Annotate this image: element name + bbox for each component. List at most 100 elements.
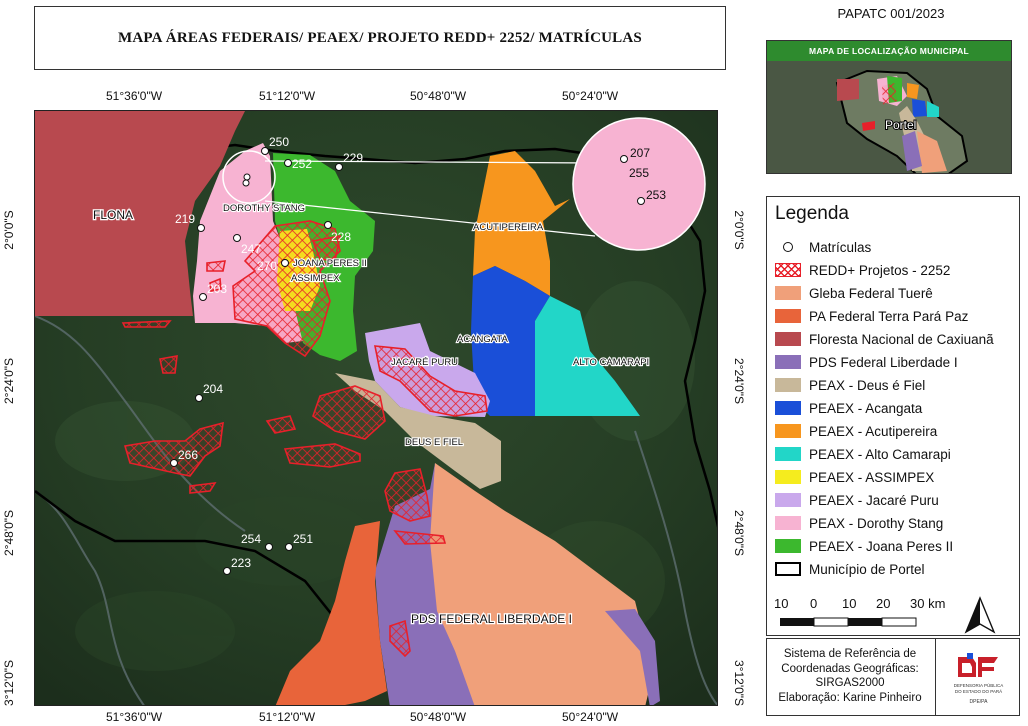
portel-boundary (35, 143, 717, 705)
swatch-icon (775, 401, 801, 415)
area-gleba-tuere (425, 463, 650, 705)
area-pds-liberdade-east (605, 609, 660, 705)
coord-right-1: 2°0'0"S (732, 210, 746, 250)
label-assimpex: ASSIMPEX (291, 273, 340, 284)
logo-org-line1: DEFENSORIA PÚBLICA (953, 683, 1004, 688)
swatch-icon (775, 539, 801, 553)
credits-line: Elaboração: Karine Pinheiro (778, 691, 922, 704)
credits-line: Coordenadas Geográficas: (781, 662, 919, 675)
title-box: MAPA ÁREAS FEDERAIS/ PEAEX/ PROJETO REDD… (34, 6, 726, 70)
label-deus: DEUS E FIEL (405, 437, 463, 448)
defensoria-logo: DEFENSORIA PÚBLICA DO ESTADO DO PARÁ DPE… (935, 639, 1020, 715)
legend-label: PEAEX - Jacaré Puru (809, 492, 939, 508)
point-label: 207 (630, 146, 650, 160)
legend-item-deus: PEAX - Deus é Fiel (775, 375, 925, 395)
swatch-icon (775, 378, 801, 392)
swatch-icon (775, 332, 801, 346)
scale-graphic (780, 596, 996, 634)
coord-bottom-4: 50°24'0"W (562, 710, 619, 724)
credits-line: SIRGAS2000 (815, 677, 885, 689)
north-arrow-icon (964, 596, 996, 634)
legend-label: PEAEX - ASSIMPEX (809, 469, 935, 485)
map-canvas: FLONA DOROTHY STANG JOANA PERES II ASSIM… (35, 111, 717, 705)
legend-item-dorothy: PEAX - Dorothy Stang (775, 513, 943, 533)
point-label: 204 (203, 382, 223, 396)
point-label: 253 (646, 188, 666, 202)
label-dorothy: DOROTHY STANG (223, 203, 305, 214)
area-pa-terra-para-paz (275, 521, 387, 705)
outline-swatch-icon (775, 562, 801, 576)
legend-item-joana: PEAEX - Joana Peres II (775, 536, 953, 556)
coord-top-1: 51°36'0"W (106, 89, 163, 103)
point-label: 219 (175, 212, 195, 226)
legend-label: PEAEX - Acutipereira (809, 423, 938, 439)
logo-org-line2: DO ESTADO DO PARÁ (954, 689, 1003, 694)
matricula-dot-icon (775, 240, 801, 254)
main-map[interactable]: FLONA DOROTHY STANG JOANA PERES II ASSIM… (34, 110, 718, 706)
coord-right-4: 3°12'0"S (732, 660, 746, 707)
zoom-connector-top (264, 160, 596, 164)
coord-left-1: 2°0'0"S (2, 210, 16, 250)
point-label: 266 (178, 448, 198, 462)
scale-label: 0 (810, 596, 818, 611)
swatch-icon (775, 355, 801, 369)
legend-item-alto: PEAEX - Alto Camarapi (775, 444, 951, 464)
point-label: 229 (343, 151, 363, 165)
area-acutipereira (473, 151, 570, 296)
legend: Legenda Matrículas REDD+ Projetos - 2252… (766, 196, 1020, 636)
point-label: 250 (269, 135, 289, 149)
zoom-inset-circle (572, 117, 706, 251)
point-label: 251 (293, 532, 313, 546)
legend-label: PEAEX - Alto Camarapi (809, 446, 951, 462)
legend-label: Matrículas (809, 239, 872, 255)
point-label: 203 (207, 282, 227, 296)
locator-map[interactable]: MAPA DE LOCALIZAÇÃO MUNICIPAL Portel (766, 40, 1012, 174)
point-label: 270 (257, 259, 277, 273)
coord-left-2: 2°24'0"S (2, 357, 16, 404)
label-acutipereira: ACUTIPEREIRA (473, 222, 544, 233)
legend-label: PEAX - Dorothy Stang (809, 515, 944, 531)
legend-item-tuere: Gleba Federal Tuerê (775, 283, 933, 303)
matriculas-points: 250 252 229 219 228 247 270 203 204 266 … (170, 135, 666, 575)
legend-item-acutipereira: PEAEX - Acutipereira (775, 421, 937, 441)
credits-box: Sistema de Referência de Coordenadas Geo… (766, 638, 1020, 716)
coord-bottom-3: 50°48'0"W (410, 710, 467, 724)
redd-projects (121, 220, 488, 658)
label-jacare: JACARÉ PURU (391, 357, 458, 368)
locator-label: Portel (885, 118, 916, 132)
logo-org-code: DPE/PA (969, 699, 988, 705)
scale-label: 20 (876, 596, 891, 611)
legend-label: PA Federal Terra Pará Paz (809, 308, 969, 324)
legend-title: Legenda (775, 203, 849, 224)
legend-item-pds: PDS Federal Liberdade I (775, 352, 958, 372)
swatch-icon (775, 516, 801, 530)
scale-label: 10 (842, 596, 857, 611)
credits-text: Sistema de Referência de Coordenadas Geo… (767, 647, 933, 705)
point-label: 223 (231, 556, 251, 570)
coord-top-2: 51°12'0"W (259, 89, 316, 103)
map-title: MAPA ÁREAS FEDERAIS/ PEAEX/ PROJETO REDD… (118, 29, 642, 46)
area-alto-camarapi (535, 296, 640, 416)
legend-item-jacare: PEAEX - Jacaré Puru (775, 490, 939, 510)
coord-bottom-1: 51°36'0"W (106, 710, 163, 724)
defensoria-logo-icon (958, 653, 998, 677)
point-label: 255 (629, 166, 649, 180)
swatch-icon (775, 286, 801, 300)
point-label: 247 (241, 242, 261, 256)
legend-label: PEAX - Deus é Fiel (809, 377, 926, 393)
legend-item-redd: REDD+ Projetos - 2252 (775, 260, 950, 280)
legend-item-terra-para-paz: PA Federal Terra Pará Paz (775, 306, 968, 326)
label-pds: PDS FEDERAL LIBERDADE I (411, 612, 572, 626)
legend-item-matriculas: Matrículas (775, 237, 871, 257)
credits-line: Sistema de Referência de (783, 648, 917, 660)
legend-item-assimpex: PEAEX - ASSIMPEX (775, 467, 934, 487)
point-label: 228 (331, 230, 351, 244)
swatch-icon (775, 493, 801, 507)
area-flona (35, 111, 245, 316)
coord-top-4: 50°24'0"W (562, 89, 619, 103)
swatch-icon (775, 447, 801, 461)
legend-label: PEAEX - Joana Peres II (809, 538, 954, 554)
swatch-icon (775, 309, 801, 323)
coord-right-3: 2°48'0"S (732, 510, 746, 557)
rivers (35, 315, 717, 705)
